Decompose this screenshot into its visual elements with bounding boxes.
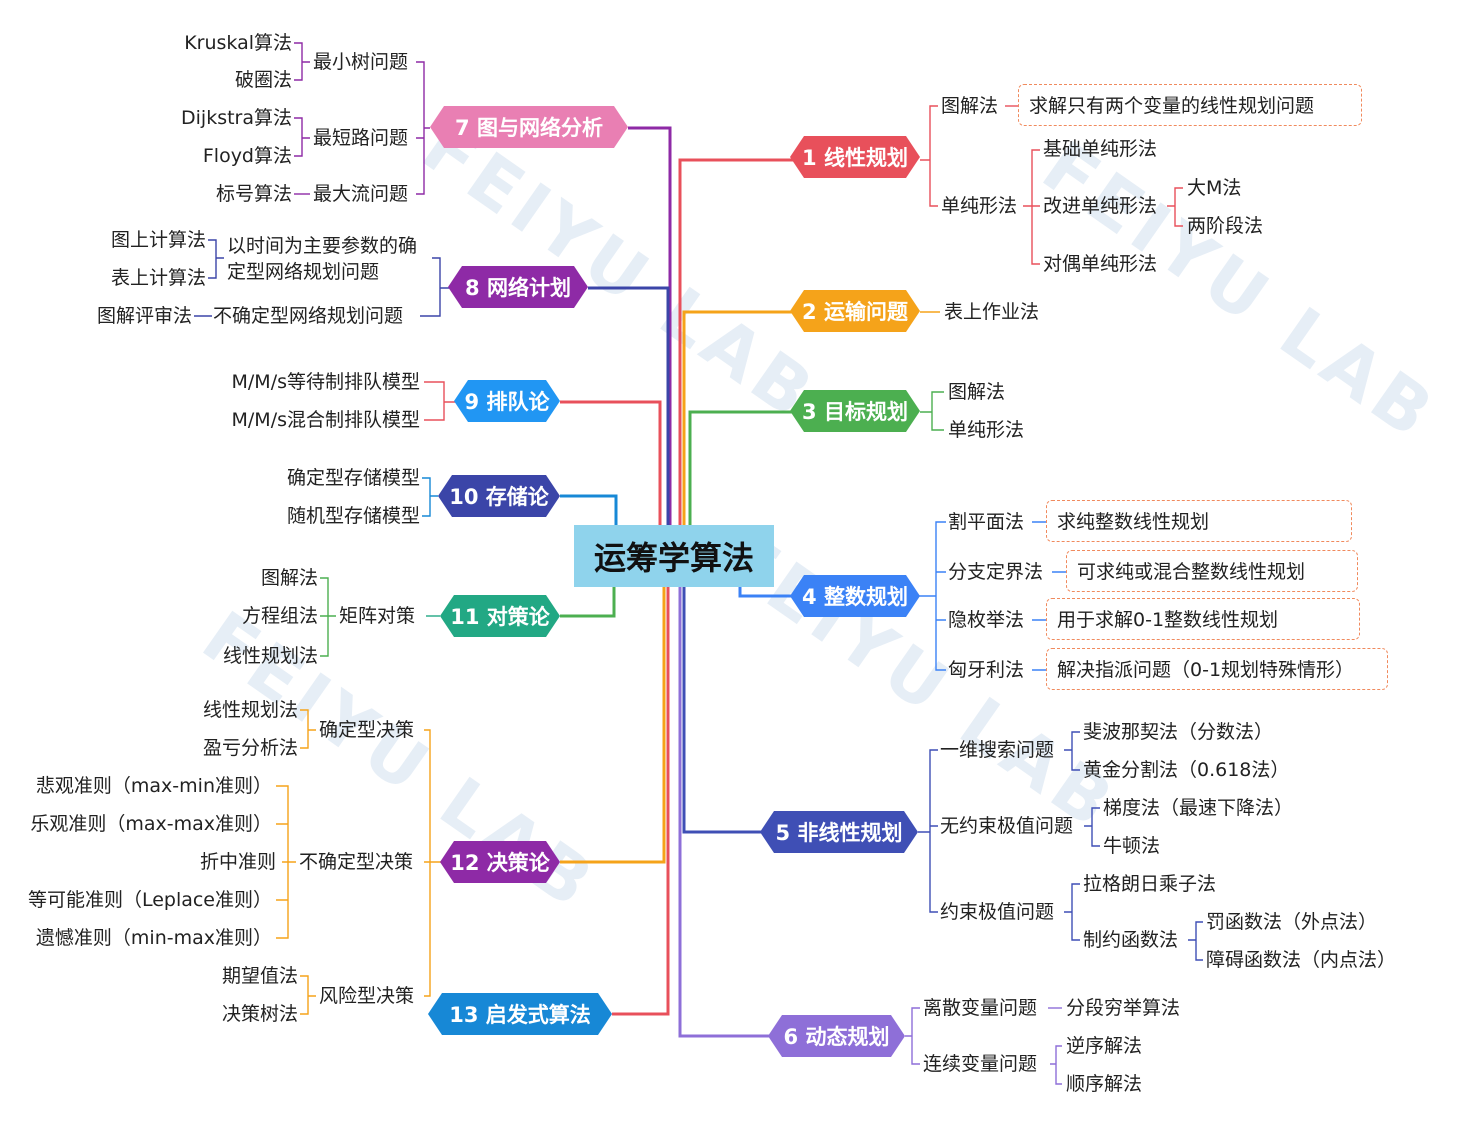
node-compromise[interactable]: 折中准则 — [199, 851, 276, 873]
node-lp-simplex[interactable]: 单纯形法 — [941, 195, 1018, 217]
note-lp-graph: 求解只有两个变量的线性规划问题 — [1029, 95, 1315, 117]
node-break-cycle[interactable]: 破圈法 — [234, 69, 292, 91]
node-unconstrained[interactable]: 无约束极值问题 — [940, 815, 1074, 837]
node-storage-det[interactable]: 确定型存储模型 — [286, 467, 420, 489]
node-golden-section[interactable]: 黄金分割法（0.618法） — [1083, 759, 1290, 781]
node-constraint-function[interactable]: 制约函数法 — [1083, 929, 1179, 951]
note-hungarian: 解决指派问题（0-1规划特殊情形） — [1057, 659, 1355, 681]
topic-goal-programming[interactable]: 3 目标规划 — [790, 390, 920, 432]
node-optimistic[interactable]: 乐观准则（max-max准则） — [30, 813, 272, 835]
node-barrier[interactable]: 障碍函数法（内点法） — [1206, 949, 1397, 971]
node-implicit-enum[interactable]: 隐枚举法 — [948, 609, 1025, 631]
node-forward[interactable]: 顺序解法 — [1066, 1073, 1143, 1095]
node-breakeven[interactable]: 盈亏分析法 — [202, 737, 298, 759]
node-queue-wait[interactable]: M/M/s等待制排队模型 — [231, 371, 421, 393]
node-equal-likelihood[interactable]: 等可能准则（Leplace准则） — [27, 889, 272, 911]
topic-linear-programming[interactable]: 1 线性规划 — [790, 136, 920, 178]
node-fibonacci[interactable]: 斐波那契法（分数法） — [1083, 721, 1274, 743]
node-cutting-plane[interactable]: 割平面法 — [948, 511, 1025, 533]
node-uncertain-decision[interactable]: 不确定型决策 — [299, 851, 414, 873]
node-segment-enum[interactable]: 分段穷举算法 — [1066, 997, 1181, 1019]
node-labeling[interactable]: 标号算法 — [215, 183, 292, 205]
topic-storage[interactable]: 10 存储论 — [438, 475, 560, 517]
note-box — [1046, 598, 1360, 640]
node-game-lp[interactable]: 线性规划法 — [222, 645, 318, 667]
node-table-calc[interactable]: 表上计算法 — [110, 267, 206, 289]
topic-decision[interactable]: 12 决策论 — [440, 841, 560, 883]
node-pessimistic[interactable]: 悲观准则（max-min准则） — [35, 775, 272, 797]
node-queue-mixed[interactable]: M/M/s混合制排队模型 — [231, 409, 421, 431]
node-gradient[interactable]: 梯度法（最速下降法） — [1103, 797, 1294, 819]
node-continuous[interactable]: 连续变量问题 — [923, 1053, 1038, 1075]
node-lagrange[interactable]: 拉格朗日乘子法 — [1083, 873, 1217, 895]
node-storage-rand[interactable]: 随机型存储模型 — [286, 505, 420, 527]
node-newton[interactable]: 牛顿法 — [1103, 835, 1161, 857]
node-branch-bound[interactable]: 分支定界法 — [948, 561, 1044, 583]
node-constrained[interactable]: 约束极值问题 — [940, 901, 1055, 923]
topic-network-planning[interactable]: 8 网络计划 — [448, 266, 588, 308]
topic-heuristic[interactable]: 13 启发式算法 — [428, 993, 612, 1035]
node-shortest-path[interactable]: 最短路问题 — [313, 127, 409, 149]
node-dijkstra[interactable]: Dijkstra算法 — [181, 107, 292, 129]
node-deterministic-network-2[interactable]: 定型网络规划问题 — [227, 261, 380, 283]
node-certain-decision[interactable]: 确定型决策 — [319, 719, 415, 741]
node-floyd[interactable]: Floyd算法 — [202, 145, 292, 167]
node-table-method[interactable]: 表上作业法 — [944, 301, 1040, 323]
node-lp-graph[interactable]: 图解法 — [941, 95, 999, 117]
node-two-phase[interactable]: 两阶段法 — [1187, 215, 1264, 237]
node-max-flow[interactable]: 最大流问题 — [313, 183, 409, 205]
node-penalty[interactable]: 罚函数法（外点法） — [1206, 911, 1378, 933]
topic-transport[interactable]: 2 运输问题 — [790, 290, 920, 332]
note-cutting-plane: 求纯整数线性规划 — [1057, 511, 1210, 533]
node-line-search[interactable]: 一维搜索问题 — [940, 739, 1055, 761]
node-expected-value[interactable]: 期望值法 — [221, 965, 298, 987]
node-improved-simplex[interactable]: 改进单纯形法 — [1043, 195, 1158, 217]
node-reverse[interactable]: 逆序解法 — [1066, 1035, 1143, 1057]
node-goal-graph[interactable]: 图解法 — [948, 381, 1006, 403]
topic-queueing[interactable]: 9 排队论 — [454, 380, 560, 422]
note-box — [1046, 500, 1352, 542]
node-kruskal[interactable]: Kruskal算法 — [184, 32, 292, 54]
node-decision-tree[interactable]: 决策树法 — [221, 1003, 298, 1025]
node-basic-simplex[interactable]: 基础单纯形法 — [1043, 138, 1158, 160]
node-mst[interactable]: 最小树问题 — [313, 51, 409, 73]
topic-graph-network[interactable]: 7 图与网络分析 — [430, 106, 628, 148]
node-game-equations[interactable]: 方程组法 — [241, 605, 318, 627]
note-box — [1046, 648, 1388, 690]
topic-game-theory[interactable]: 11 对策论 — [440, 595, 560, 637]
note-implicit-enum: 用于求解0-1整数线性规划 — [1057, 609, 1279, 631]
node-risk-decision[interactable]: 风险型决策 — [319, 985, 415, 1007]
note-branch-bound: 可求纯或混合整数线性规划 — [1077, 561, 1306, 583]
node-dual-simplex[interactable]: 对偶单纯形法 — [1043, 253, 1158, 275]
note-box — [1018, 84, 1362, 126]
node-uncertain-network[interactable]: 不确定型网络规划问题 — [213, 305, 404, 327]
node-game-graph[interactable]: 图解法 — [260, 567, 318, 589]
node-discrete[interactable]: 离散变量问题 — [923, 997, 1038, 1019]
central-topic[interactable]: 运筹学算法 — [574, 525, 774, 587]
topic-dynamic-programming[interactable]: 6 动态规划 — [768, 1015, 905, 1057]
node-regret[interactable]: 遗憾准则（min-max准则） — [35, 927, 272, 949]
topic-nonlinear-programming[interactable]: 5 非线性规划 — [760, 811, 918, 853]
node-decision-lp[interactable]: 线性规划法 — [202, 699, 298, 721]
note-box — [1066, 550, 1358, 592]
topic-integer-programming[interactable]: 4 整数规划 — [790, 575, 920, 617]
node-big-m[interactable]: 大M法 — [1187, 177, 1242, 199]
node-hungarian[interactable]: 匈牙利法 — [948, 659, 1025, 681]
node-goal-simplex[interactable]: 单纯形法 — [948, 419, 1025, 441]
node-deterministic-network[interactable]: 以时间为主要参数的确 — [227, 235, 418, 257]
node-matrix-game[interactable]: 矩阵对策 — [339, 605, 416, 627]
node-graph-calc[interactable]: 图上计算法 — [110, 229, 206, 251]
node-pert[interactable]: 图解评审法 — [96, 305, 192, 327]
